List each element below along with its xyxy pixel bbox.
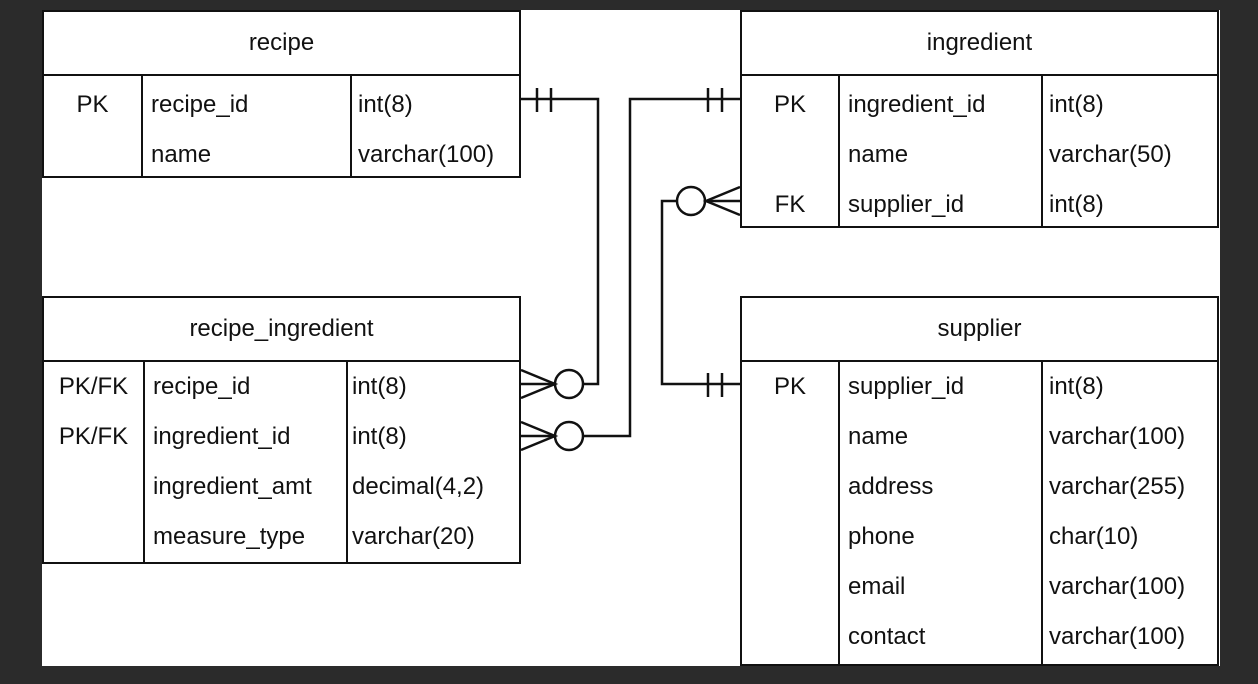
field-type: int(8) bbox=[1049, 191, 1104, 218]
key-label: FK bbox=[774, 191, 806, 218]
field-type: int(8) bbox=[358, 91, 413, 118]
field-type: varchar(100) bbox=[1049, 573, 1186, 600]
entity-title: supplier bbox=[742, 298, 1217, 362]
field-name: name bbox=[151, 141, 212, 168]
entity-ingredient[interactable]: ingredient PK FK ingredient_id name supp… bbox=[740, 10, 1219, 228]
field-name: contact bbox=[848, 623, 926, 650]
field-type: varchar(255) bbox=[1049, 473, 1186, 500]
field-name: ingredient_id bbox=[153, 423, 291, 450]
field-type: int(8) bbox=[352, 373, 407, 400]
field-name: name bbox=[848, 423, 909, 450]
zero-optional-mark bbox=[553, 420, 585, 452]
entity-title: ingredient bbox=[742, 12, 1217, 76]
field-type: int(8) bbox=[1049, 373, 1104, 400]
entity-title: recipe_ingredient bbox=[44, 298, 519, 362]
relationship-ingredient-recipe-ingredient[interactable] bbox=[520, 88, 740, 452]
entity-recipe[interactable]: recipe PK recipe_id name int(8) varchar(… bbox=[42, 10, 521, 178]
zero-optional-mark bbox=[675, 185, 707, 217]
field-name: ingredient_id bbox=[848, 91, 986, 118]
field-name: measure_type bbox=[153, 523, 306, 550]
entity-title: recipe bbox=[44, 12, 519, 76]
entity-recipe-ingredient[interactable]: recipe_ingredient PK/FK PK/FK recipe_id … bbox=[42, 296, 521, 564]
field-type: int(8) bbox=[352, 423, 407, 450]
relationship-recipe-recipe-ingredient[interactable] bbox=[520, 88, 600, 400]
field-name: recipe_id bbox=[153, 373, 251, 400]
relationship-supplier-ingredient[interactable] bbox=[660, 185, 741, 397]
field-name: recipe_id bbox=[151, 91, 249, 118]
entity-supplier[interactable]: supplier PK supplier_id name address pho… bbox=[740, 296, 1219, 666]
field-type: varchar(100) bbox=[1049, 623, 1186, 650]
field-name: supplier_id bbox=[848, 191, 965, 218]
key-label: PK bbox=[773, 91, 806, 118]
field-name: name bbox=[848, 141, 909, 168]
field-type: varchar(50) bbox=[1049, 141, 1172, 168]
field-name: email bbox=[848, 573, 906, 600]
field-type: int(8) bbox=[1049, 91, 1104, 118]
field-type: decimal(4,2) bbox=[352, 473, 485, 500]
zero-optional-mark bbox=[553, 368, 585, 400]
field-name: address bbox=[848, 473, 934, 500]
field-type: varchar(100) bbox=[358, 141, 495, 168]
field-type: char(10) bbox=[1049, 523, 1139, 550]
field-type: varchar(20) bbox=[352, 523, 475, 550]
key-label: PK/FK bbox=[58, 373, 129, 400]
field-name: phone bbox=[848, 523, 915, 550]
field-name: supplier_id bbox=[848, 373, 965, 400]
key-label: PK bbox=[76, 91, 109, 118]
key-label: PK bbox=[773, 373, 806, 400]
field-name: ingredient_amt bbox=[153, 473, 312, 500]
field-type: varchar(100) bbox=[1049, 423, 1186, 450]
key-label: PK/FK bbox=[58, 423, 129, 450]
